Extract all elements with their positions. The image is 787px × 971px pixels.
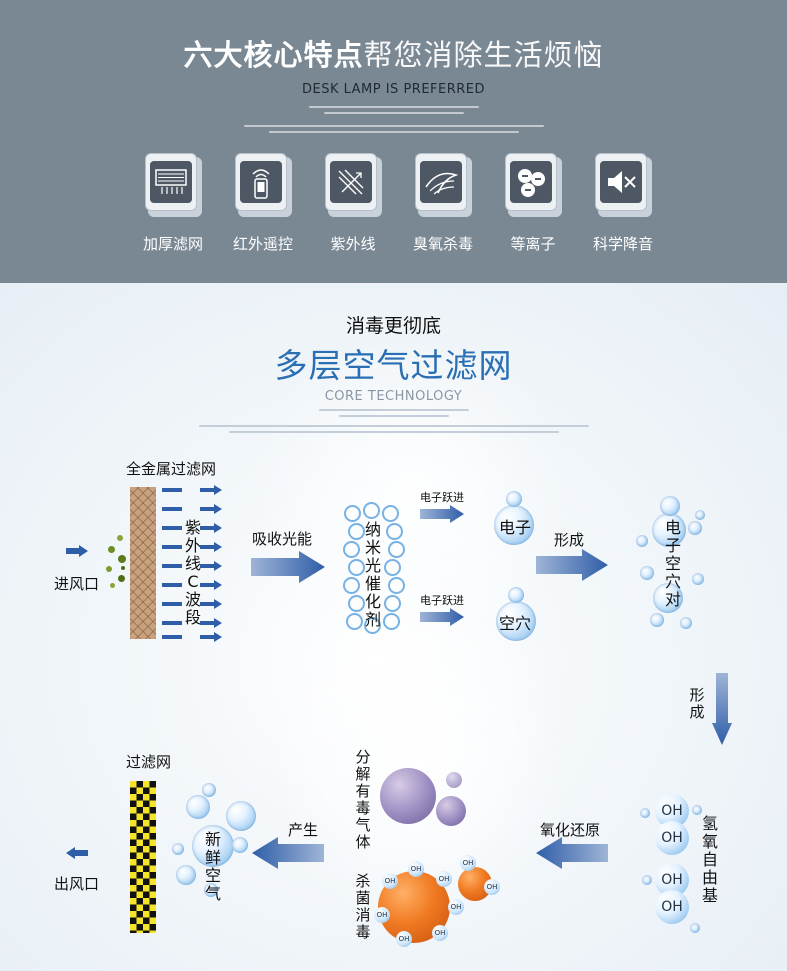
feature-label: 红外遥控 xyxy=(232,235,293,253)
electron-bubble-small xyxy=(506,491,522,507)
redox-label: 氧化还原 xyxy=(540,821,601,839)
feature-list: 加厚滤网 红外遥控 xyxy=(128,153,668,254)
filter-icon xyxy=(145,153,202,217)
filter-net-mesh xyxy=(130,781,156,933)
plasma-icon xyxy=(505,153,562,217)
feature-item: 加厚滤网 xyxy=(128,153,218,254)
hole-bubble xyxy=(496,601,536,641)
hole-bubble-small xyxy=(508,587,524,603)
ozone-icon xyxy=(415,153,472,217)
feature-item: 臭氧杀毒 xyxy=(398,153,488,254)
inlet-arrow-icon xyxy=(66,545,88,557)
hydroxyl-radical-label: 氢氧自由基 xyxy=(701,814,718,905)
air-outlet-label: 出风口 xyxy=(54,875,100,893)
section-title: 多层空气过滤网 xyxy=(274,346,513,385)
electron-bubble xyxy=(494,505,534,545)
uv-icon xyxy=(325,153,382,217)
electron-jump-label: 电子跃进 xyxy=(420,491,464,504)
feature-item: 紫外线 xyxy=(308,153,398,254)
decorative-fine-print xyxy=(0,125,787,133)
mute-icon xyxy=(595,153,652,217)
air-inlet-label: 进风口 xyxy=(54,575,100,593)
decompose-toxic-label: 分解有毒气体 xyxy=(355,748,371,851)
form-down-arrow-icon xyxy=(712,673,732,745)
electron-jump-arrow-icon xyxy=(420,505,464,523)
banner-subtitle: DESK LAMP IS PREFERRED xyxy=(301,82,486,97)
section-subtitle: CORE TECHNOLOGY xyxy=(324,389,463,404)
decorative-fine-print xyxy=(0,409,787,417)
filter-net-label: 过滤网 xyxy=(126,753,172,771)
section-kicker: 消毒更彻底 xyxy=(345,315,441,337)
fresh-air-label: 新鲜空气 xyxy=(204,830,221,903)
feature-item: 红外遥控 xyxy=(218,153,308,254)
electron-label: 电子 xyxy=(499,518,532,537)
feature-item: 等离子 xyxy=(488,153,578,254)
banner-title-light: 帮您消除生活烦恼 xyxy=(363,38,604,72)
sterilize-label: 杀菌消毒 xyxy=(355,872,371,941)
filter-process-section: 消毒更彻底 多层空气过滤网 CORE TECHNOLOGY 全金属过滤网 紫外线… xyxy=(0,283,787,971)
produce-arrow-icon xyxy=(252,837,324,869)
metal-filter-mesh xyxy=(130,487,156,639)
banner-title-bold: 六大核心特点 xyxy=(183,38,364,72)
nano-catalyst-label: 纳米光催化剂 xyxy=(364,520,381,629)
metal-filter-label: 全金属过滤网 xyxy=(126,460,217,478)
produce-label: 产生 xyxy=(288,821,319,839)
feature-label: 紫外线 xyxy=(330,235,376,253)
electron-jump-label-2: 电子跃进 xyxy=(420,594,464,607)
features-banner: 六大核心特点帮您消除生活烦恼 DESK LAMP IS PREFERRED xyxy=(0,0,787,283)
hole-label: 空穴 xyxy=(499,614,532,633)
redox-arrow-icon xyxy=(536,837,608,869)
feature-label: 等离子 xyxy=(510,235,556,253)
absorb-light-label: 吸收光能 xyxy=(252,530,313,548)
remote-icon xyxy=(235,153,292,217)
feature-label: 加厚滤网 xyxy=(142,235,203,253)
feature-item: 科学降音 xyxy=(578,153,668,254)
banner-title: 六大核心特点帮您消除生活烦恼 xyxy=(0,32,787,74)
feature-label: 科学降音 xyxy=(592,235,653,253)
uv-band-label: 紫外线C波段 xyxy=(184,518,201,627)
decorative-fine-print xyxy=(0,106,787,114)
outlet-arrow-icon xyxy=(66,847,88,859)
electron-jump-arrow-icon-2 xyxy=(420,608,464,626)
feature-label: 臭氧杀毒 xyxy=(412,235,473,253)
decorative-fine-print xyxy=(0,425,787,433)
absorb-light-arrow-icon xyxy=(251,551,325,583)
form-arrow-icon xyxy=(536,549,608,581)
electron-hole-pair-label: 电子空穴对 xyxy=(664,518,681,609)
form-label: 形成 xyxy=(554,531,585,549)
form-label-2: 形成 xyxy=(689,686,705,721)
